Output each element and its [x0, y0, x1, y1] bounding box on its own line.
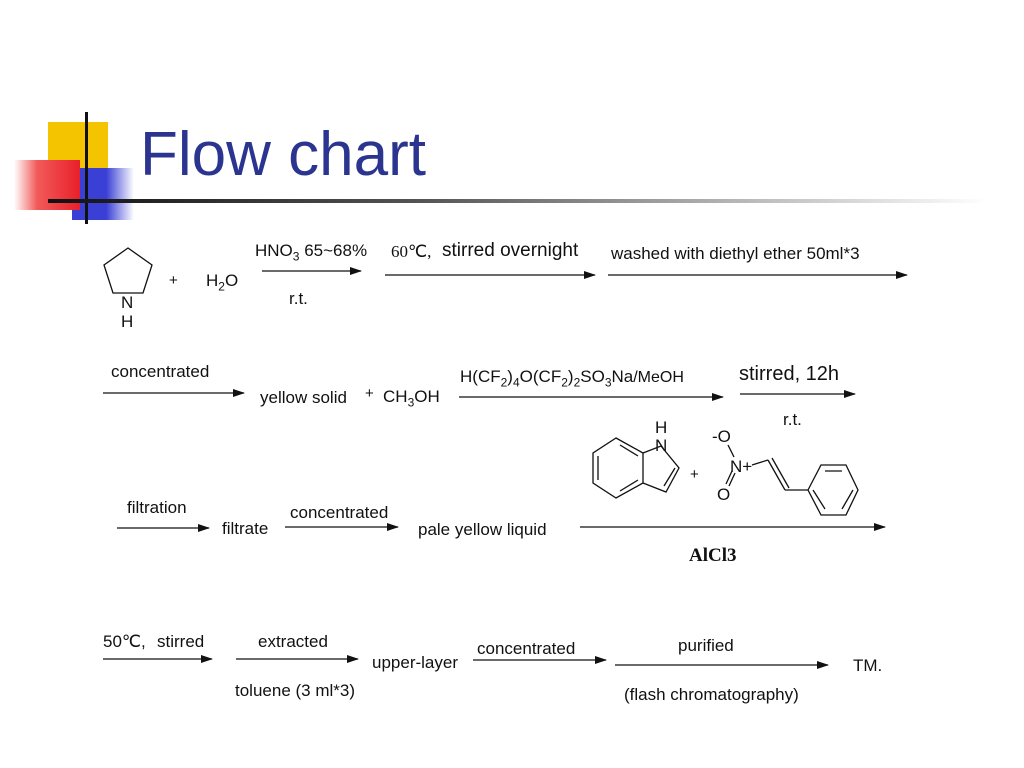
- pyrrolidine-n: N: [121, 293, 134, 312]
- nitric-acid-main: HNO: [255, 241, 293, 260]
- title-rule: [48, 199, 988, 203]
- decor-blue-square: [72, 168, 134, 220]
- concentrated-label-1: concentrated: [111, 362, 210, 381]
- plus-sign-3: +: [690, 466, 699, 483]
- methanol-a: CH: [383, 387, 408, 406]
- flash-chromatography-label: (flash chromatography): [624, 685, 799, 704]
- vinyl-bond-1: [751, 459, 769, 466]
- concentrated-label-3: concentrated: [477, 639, 576, 658]
- catalyst-p4: ): [567, 367, 574, 386]
- extracted-label: extracted: [258, 632, 328, 651]
- upper-layer-label: upper-layer: [372, 653, 458, 672]
- stirred-label: stirred: [157, 632, 205, 651]
- indole-n: N: [655, 436, 668, 455]
- temp-50: 50℃,: [103, 632, 146, 651]
- water-sub: 2: [218, 279, 225, 294]
- purified-label: purified: [678, 636, 734, 655]
- indole-pyrrole-ring: [642, 445, 680, 493]
- nitric-acid-label: HNO3 65~68%: [255, 242, 367, 262]
- temp-60: 60℃,: [391, 242, 432, 261]
- toluene-label: toluene (3 ml*3): [235, 681, 356, 700]
- catalyst-formula: H(CF2)4O(CF2)2SO3Na/MeOH: [460, 368, 684, 388]
- catalyst-s3: 2: [561, 375, 568, 390]
- catalyst-p6: Na: [611, 367, 634, 386]
- water-o: O: [224, 271, 239, 290]
- indole-h: H: [655, 418, 668, 437]
- methanol-b: OH: [414, 387, 440, 406]
- stirred-12h-label: stirred, 12h: [739, 363, 840, 385]
- water-formula: H2O: [206, 272, 238, 292]
- nitro-n-plus: N+: [730, 457, 753, 476]
- alcl3-label: AlCl3: [689, 545, 737, 566]
- catalyst-s2: 4: [512, 375, 520, 390]
- page-title: Flow chart: [140, 120, 426, 189]
- plus-sign-1: +: [169, 272, 178, 289]
- nitric-acid-sub: 3: [292, 249, 300, 264]
- catalyst-s5: 3: [604, 375, 612, 390]
- nitro-o: O: [717, 485, 731, 504]
- filtrate-label: filtrate: [222, 519, 269, 538]
- water-h: H: [206, 271, 219, 290]
- catalyst-s4: 2: [573, 375, 581, 390]
- pale-yellow-liquid-label: pale yellow liquid: [418, 520, 547, 539]
- nitro-bond-o: [725, 470, 733, 485]
- filtration-label: filtration: [127, 498, 187, 517]
- tm-label: TM.: [853, 656, 883, 675]
- catalyst-p1: H(CF: [460, 367, 501, 386]
- methanol-formula: CH3OH: [383, 388, 440, 408]
- stirred-overnight-label: stirred overnight: [442, 240, 579, 261]
- concentrated-label-2: concentrated: [290, 503, 389, 522]
- plus-sign-2: +: [365, 385, 374, 402]
- catalyst-p2: ): [507, 367, 513, 386]
- washed-label: washed with diethyl ether 50ml*3: [611, 244, 860, 263]
- phenyl-ring: [807, 464, 859, 516]
- vinyl-bond-2: [767, 459, 786, 491]
- temp-50-label: 50℃,: [103, 633, 146, 650]
- nitro-bond-o-minus: [727, 444, 735, 458]
- rt-label-2: r.t.: [783, 410, 802, 429]
- nitro-o-minus: -O: [712, 427, 731, 446]
- indole-benzene-ring: [592, 437, 644, 499]
- rt-label-1: r.t.: [289, 289, 308, 308]
- catalyst-p7: /MeOH: [633, 369, 684, 386]
- nitric-acid-tail: 65~68%: [299, 241, 368, 260]
- pyrrolidine-ring: [103, 247, 153, 294]
- catalyst-p3: O(CF: [519, 367, 562, 386]
- decor-vertical-line: [85, 112, 88, 224]
- catalyst-s1: 2: [500, 375, 508, 390]
- catalyst-p5: SO: [580, 367, 605, 386]
- pyrrolidine-h: H: [121, 312, 134, 331]
- methanol-sub: 3: [407, 395, 415, 410]
- yellow-solid-label: yellow solid: [260, 388, 347, 407]
